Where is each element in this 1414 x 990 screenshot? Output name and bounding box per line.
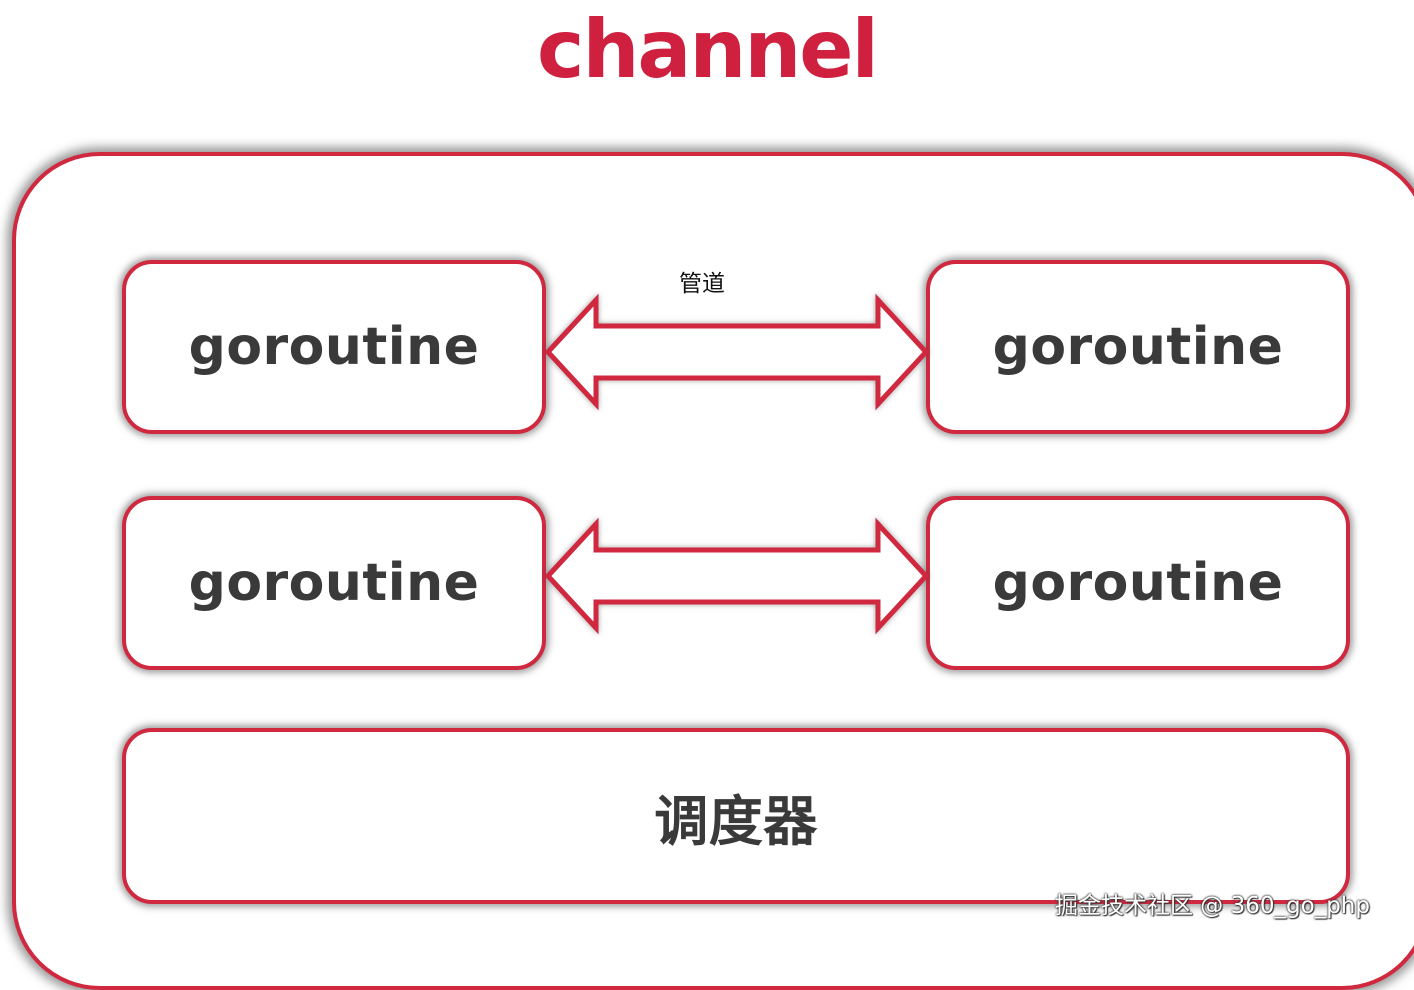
goroutine-label: goroutine bbox=[992, 553, 1284, 613]
scheduler-box: 调度器 bbox=[122, 728, 1350, 904]
goroutine-label: goroutine bbox=[188, 553, 480, 613]
double-arrow-mid-icon bbox=[544, 517, 930, 635]
goroutine-label: goroutine bbox=[188, 317, 480, 377]
double-arrow-top-icon bbox=[544, 293, 930, 411]
pipe-label: 管道 bbox=[679, 271, 725, 297]
goroutine-box-top-left: goroutine bbox=[122, 260, 546, 434]
goroutine-label: goroutine bbox=[992, 317, 1284, 377]
goroutine-box-top-right: goroutine bbox=[926, 260, 1350, 434]
scheduler-label: 调度器 bbox=[654, 789, 818, 853]
goroutine-box-mid-right: goroutine bbox=[926, 496, 1350, 670]
goroutine-box-mid-left: goroutine bbox=[122, 496, 546, 670]
diagram-title: channel bbox=[537, 3, 879, 96]
watermark: 掘金技术社区 @ 360_go_php bbox=[1055, 893, 1370, 919]
